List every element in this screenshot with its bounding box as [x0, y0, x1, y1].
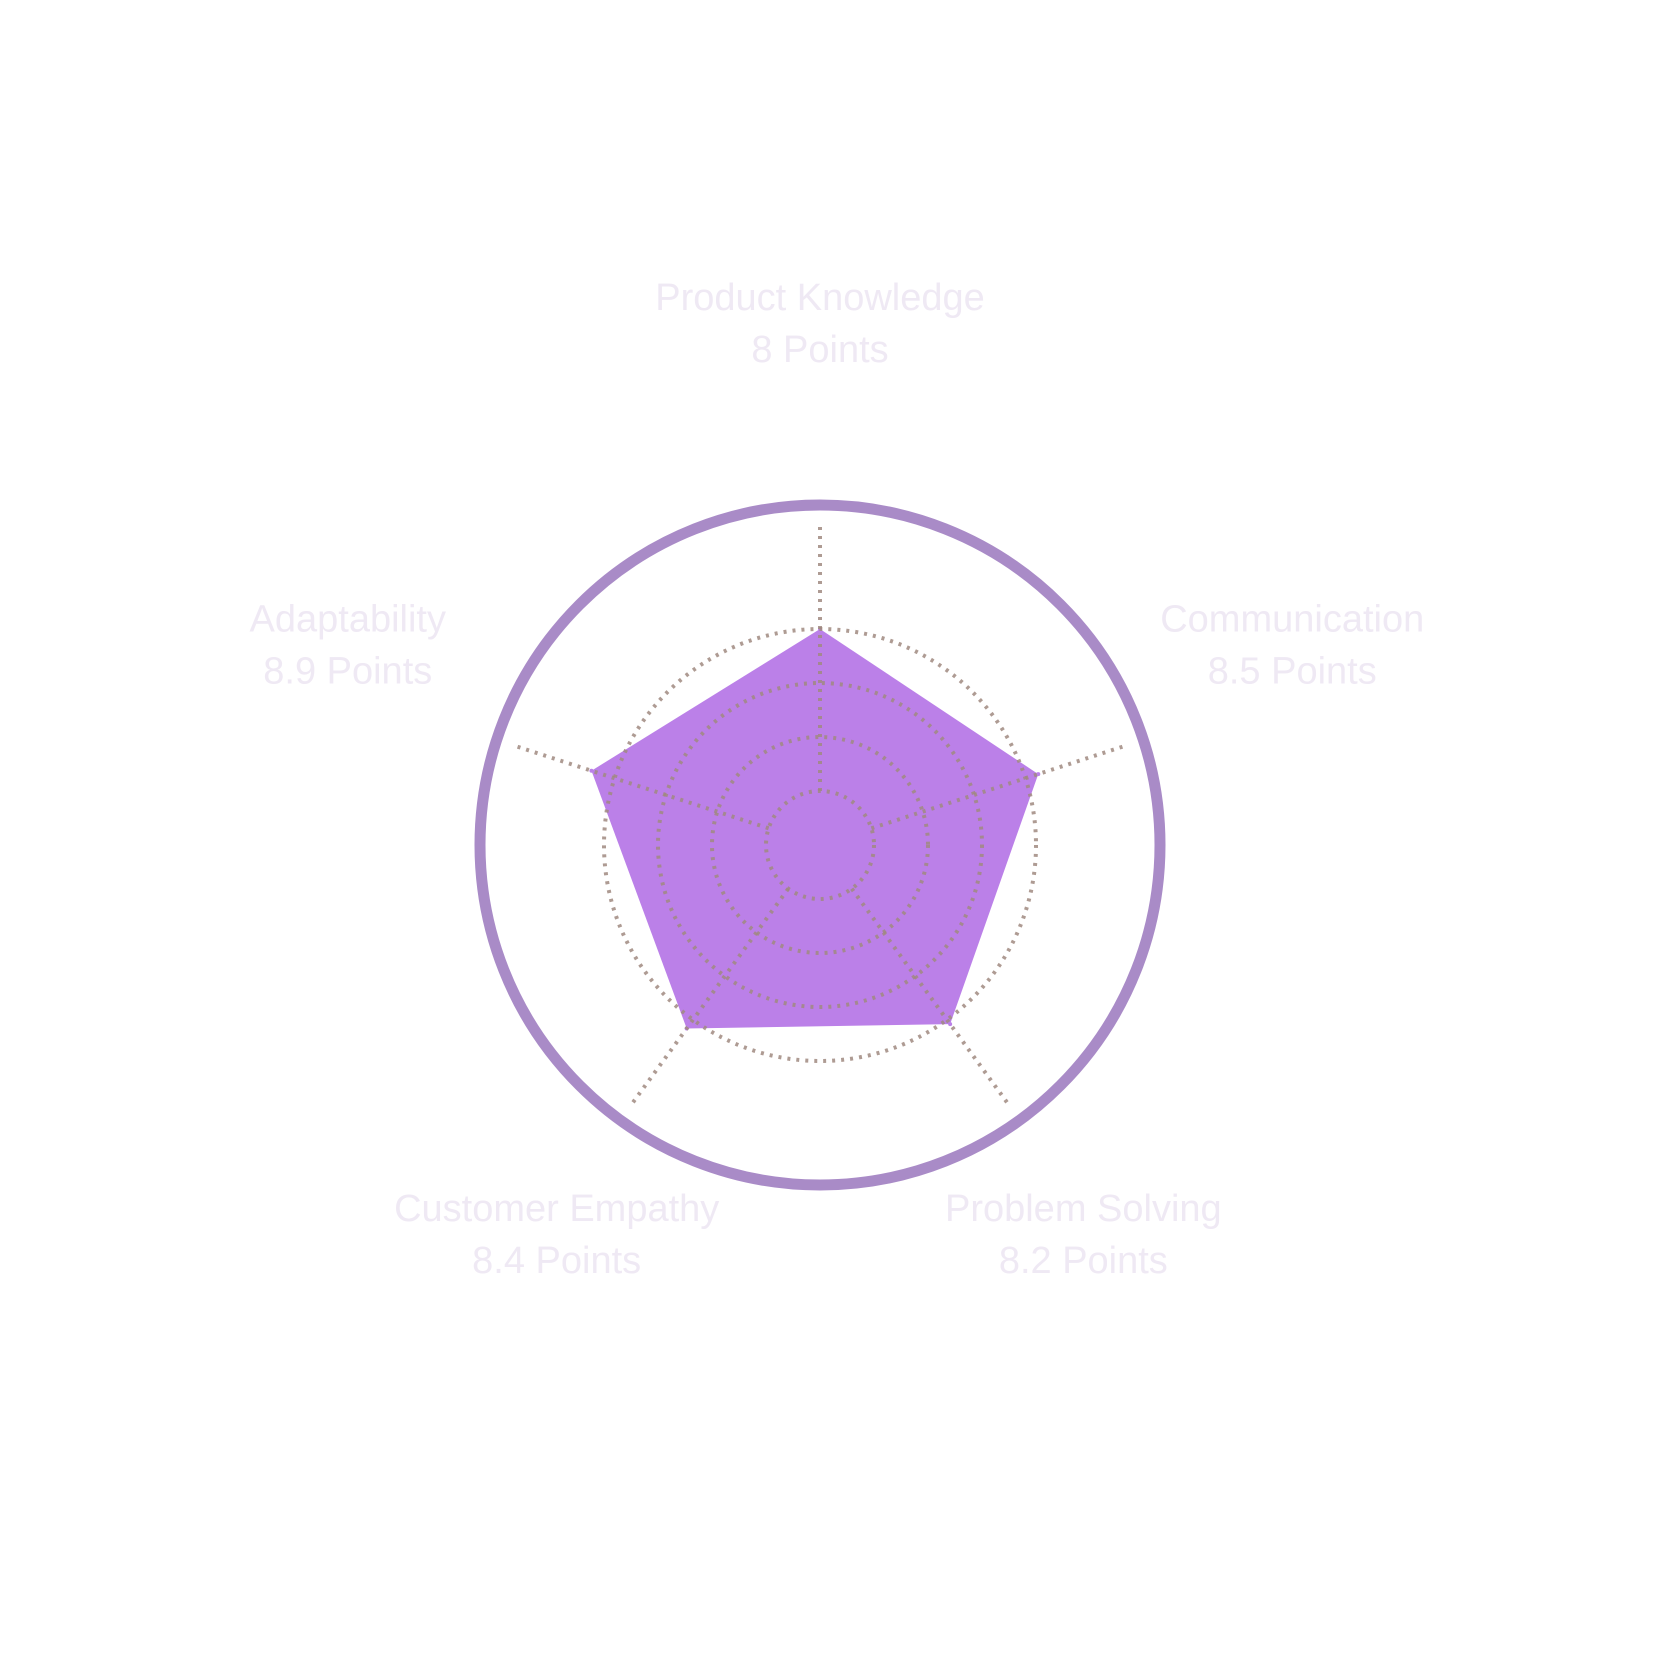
data-point-5 — [589, 768, 594, 773]
axis-label-3: Problem Solving — [945, 1188, 1222, 1230]
series-area-layer — [589, 627, 1041, 1031]
outer-ring — [474, 499, 1166, 1191]
axis-value-label-1: 8 Points — [751, 329, 888, 371]
axis-value-label-5: 8.9 Points — [263, 650, 432, 692]
grid-layer — [516, 527, 1124, 1104]
axis-value-label-4: 8.4 Points — [472, 1240, 641, 1282]
data-point-3 — [948, 1022, 953, 1027]
axis-label-5: Adaptability — [250, 598, 446, 640]
axis-label-2: Communication — [1160, 598, 1424, 640]
axis-value-label-3: 8.2 Points — [999, 1240, 1168, 1282]
axis-label-1: Product Knowledge — [655, 277, 985, 319]
axis-value-label-2: 8.5 Points — [1208, 650, 1377, 692]
data-point-2 — [1036, 772, 1041, 777]
axis-label-4: Customer Empathy — [394, 1188, 719, 1230]
series-area — [591, 629, 1039, 1029]
grid-ring-2 — [710, 735, 930, 955]
grid-ring-3 — [656, 681, 984, 1009]
